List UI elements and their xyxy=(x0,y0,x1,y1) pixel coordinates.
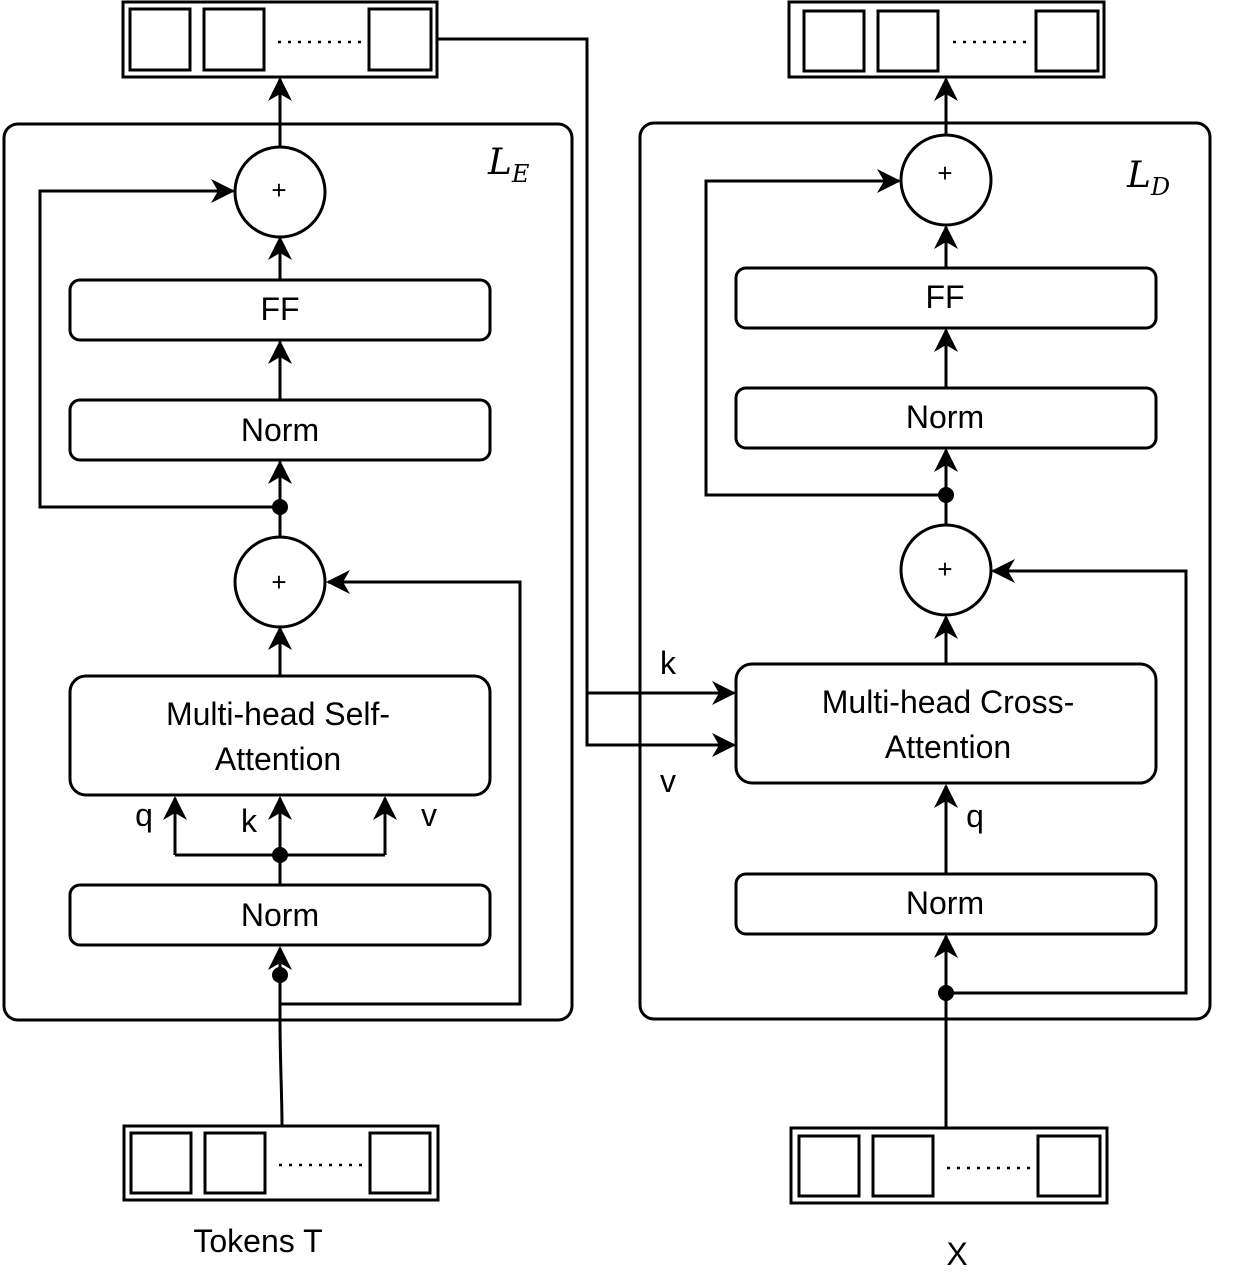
encoder-connectors xyxy=(38,37,736,1126)
decoder-connectors xyxy=(704,77,1188,1127)
decoder-q-label: q xyxy=(966,798,984,834)
encoder-self-attention-label-line2: Attention xyxy=(215,741,341,777)
encoder-q-label: q xyxy=(135,797,153,833)
encoder-ff-box xyxy=(68,278,492,342)
encoder-self-attention-box xyxy=(68,674,492,797)
decoder-cross-attention-label-line2: Attention xyxy=(885,729,1011,765)
encoder-input-vector xyxy=(122,1124,440,1202)
encoder-self-attention-label-line1: Multi-head Self- xyxy=(166,696,390,732)
decoder-input-vector xyxy=(789,1126,1109,1205)
encoder-input-label: Tokens T xyxy=(193,1223,322,1259)
encoder-norm-top-label: Norm xyxy=(241,412,319,448)
decoder-norm-bottom-box xyxy=(734,872,1158,936)
decoder-layer-frame xyxy=(638,121,1212,1021)
decoder-ff-label: FF xyxy=(925,279,964,315)
encoder-output-vector xyxy=(121,0,439,79)
encoder-norm-bottom-label: Norm xyxy=(241,897,319,933)
decoder-norm-bottom-label: Norm xyxy=(906,885,984,921)
encoder-k-label: k xyxy=(241,803,258,839)
decoder-add-top xyxy=(899,133,993,227)
encoder: LE Tokens T xyxy=(2,0,736,1259)
encoder-add-top xyxy=(233,145,327,239)
decoder-cross-attention-label-line1: Multi-head Cross- xyxy=(822,684,1075,720)
encoder-norm-bottom-box xyxy=(68,883,492,947)
decoder-ff-box xyxy=(734,266,1158,330)
decoder-output-vector xyxy=(787,0,1106,79)
decoder-v-label: v xyxy=(660,763,676,799)
decoder-k-label: k xyxy=(660,645,677,681)
decoder-norm-top-box xyxy=(734,386,1158,450)
decoder: LD X xyxy=(638,0,1212,1272)
decoder-add-bottom xyxy=(899,523,993,617)
decoder-norm-top-label: Norm xyxy=(906,399,984,435)
encoder-v-label: v xyxy=(421,797,437,833)
decoder-add-bottom-sign: + xyxy=(937,554,952,584)
decoder-cross-attention-box xyxy=(734,662,1158,785)
encoder-add-bottom-sign: + xyxy=(271,567,286,597)
encoder-add-top-sign: + xyxy=(271,175,286,205)
encoder-add-bottom xyxy=(233,535,327,629)
encoder-layer-label: LE xyxy=(487,142,530,188)
decoder-add-top-sign: + xyxy=(937,158,952,188)
encoder-norm-top-box xyxy=(68,398,492,462)
encoder-ff-label: FF xyxy=(260,291,299,327)
decoder-layer-label: LD xyxy=(1126,155,1170,201)
decoder-input-label: X xyxy=(946,1236,967,1272)
encoder-layer-frame xyxy=(2,122,574,1022)
